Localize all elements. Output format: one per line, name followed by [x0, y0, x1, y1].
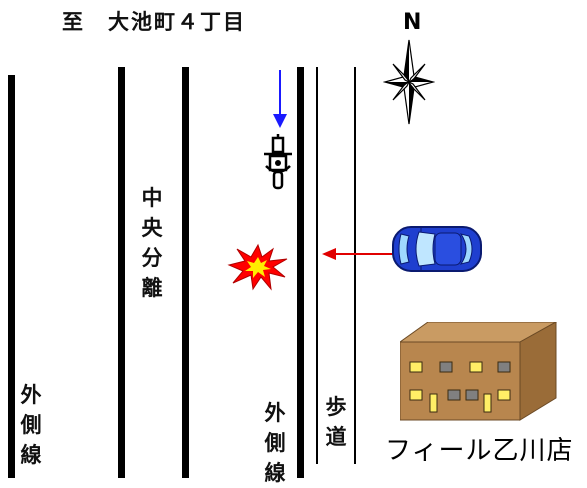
sidewalk-line-left [316, 67, 318, 464]
median-line-left [118, 67, 125, 478]
motorcycle-direction-arrow [273, 70, 287, 128]
left-outer-road-line [8, 75, 15, 478]
store-name-label: フィール乙川店 [385, 436, 574, 466]
north-label: N [403, 10, 422, 35]
collision-burst-icon [227, 243, 288, 291]
median-label: 中 央 分 離 [141, 185, 163, 300]
median-line-right [182, 67, 189, 478]
outer-line-label-left: 外 側 線 [20, 382, 42, 467]
car-icon [392, 226, 482, 272]
motorcycle-icon [264, 134, 292, 190]
right-outer-road-line [297, 67, 304, 478]
outer-line-label-right: 外 側 線 [264, 400, 286, 485]
car-direction-arrow [322, 248, 394, 260]
building-icon [400, 322, 558, 421]
direction-label: 至 大池町４丁目 [62, 9, 246, 34]
sidewalk-label: 歩 道 [325, 394, 347, 449]
compass-rose-icon [383, 39, 435, 125]
sidewalk-line-right [354, 67, 356, 464]
